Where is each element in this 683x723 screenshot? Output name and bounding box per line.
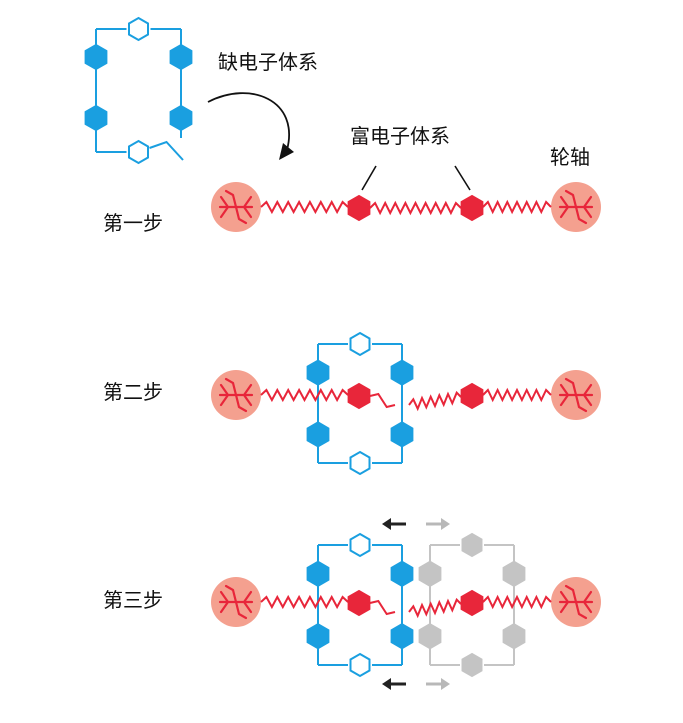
- label-axle: 轮轴: [550, 145, 590, 169]
- step3-ring-ghost-hex-top: [461, 532, 483, 558]
- step1-red-unit-2: [460, 194, 484, 222]
- label-electron-rich: 富电子体系: [350, 124, 450, 148]
- ring0-hex-r2: [169, 104, 193, 132]
- step2-ring-hex-bottom: [349, 450, 371, 476]
- step2-ring-hex-top: [349, 331, 371, 357]
- step2-chain-mid-b: [408, 390, 462, 412]
- step3-ring-hex-bottom: [349, 652, 371, 678]
- arrow-left-bottom-icon: [382, 678, 391, 690]
- step3-ring-ghost-hex-r2: [502, 623, 526, 650]
- step1-red-unit-1: [347, 194, 371, 222]
- step3-ring-hex-top: [349, 532, 371, 558]
- step2-stopper-left-branches: [218, 377, 254, 413]
- step3-ring-ghost-hex-l2: [418, 623, 442, 650]
- step2-chain-left: [260, 387, 349, 403]
- step2-ring-hex-r1: [390, 359, 414, 386]
- ring0-hex-bottom: [128, 139, 149, 165]
- step3-stopper-left-branches: [218, 584, 254, 620]
- ring0-open-end: [149, 140, 184, 161]
- step3-red-unit-1: [347, 589, 371, 617]
- step3-ring-hex-r1: [390, 560, 414, 587]
- arrow-left-icon: [382, 518, 391, 530]
- step3-chain-mid-b: [408, 597, 462, 619]
- label-electron-poor: 缺电子体系: [218, 50, 318, 74]
- step1-chain-mid: [369, 200, 462, 216]
- label-step2: 第二步: [103, 380, 163, 404]
- step1-stopper-left-branches: [218, 189, 254, 225]
- step2-ring-hex-l1: [306, 359, 330, 386]
- step3-chain-right: [482, 594, 552, 610]
- step1-chain-right: [482, 199, 552, 215]
- ring0-hex-l1: [84, 43, 108, 71]
- arrow-right-bottom-icon: [441, 678, 450, 690]
- step3-red-unit-2: [460, 589, 484, 617]
- step2-ring-hex-l2: [306, 421, 330, 448]
- arrow-right-icon: [441, 518, 450, 530]
- step3-ring-hex-r2: [390, 623, 414, 650]
- step3-chain-left: [260, 594, 349, 610]
- curved-arrow-line: [207, 92, 290, 151]
- label-step3: 第三步: [103, 588, 163, 612]
- label-step1: 第一步: [103, 211, 163, 235]
- step2-ring-hex-r2: [390, 421, 414, 448]
- step3-ring-ghost-hex-r1: [502, 560, 526, 587]
- ring0-hex-r1: [169, 43, 193, 71]
- pointer-line-1: [361, 165, 377, 191]
- curved-arrow-head-icon: [279, 143, 294, 160]
- step3-ring-ghost-hex-bottom: [461, 652, 483, 678]
- step1-chain-left: [260, 199, 349, 215]
- ring0-hex-top: [128, 16, 149, 42]
- step2-red-unit-2: [460, 382, 484, 410]
- step3-stopper-right-branches: [558, 584, 594, 620]
- step3-ring-hex-l1: [306, 560, 330, 587]
- step1-stopper-right-branches: [558, 189, 594, 225]
- step3-ring-ghost-hex-l1: [418, 560, 442, 587]
- step3-chain-mid-a: [369, 599, 396, 616]
- step2-chain-mid-a: [369, 392, 396, 409]
- step2-stopper-right-branches: [558, 377, 594, 413]
- step3-ring-hex-l2: [306, 623, 330, 650]
- step2-chain-right: [482, 387, 552, 403]
- step2-red-unit-1: [347, 382, 371, 410]
- pointer-line-2: [454, 165, 471, 191]
- ring0-hex-l2: [84, 104, 108, 132]
